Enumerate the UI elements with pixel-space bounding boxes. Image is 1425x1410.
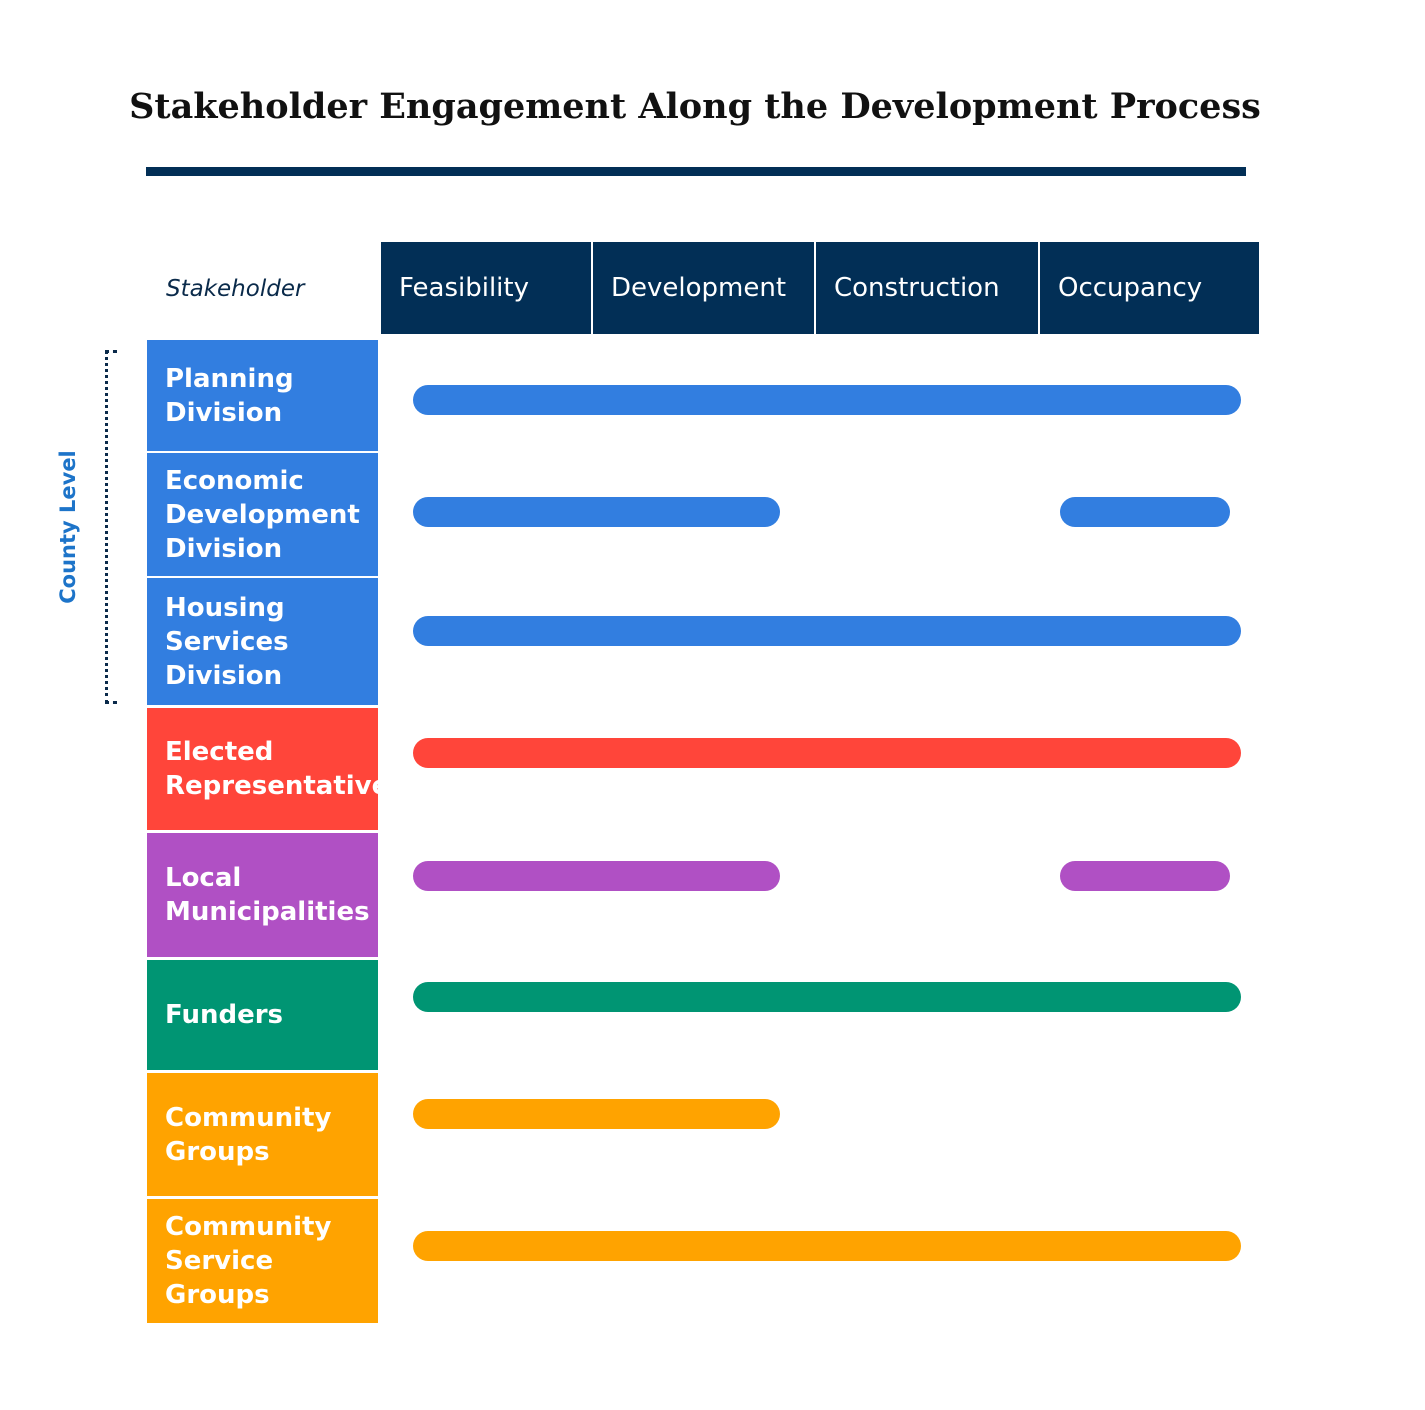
- engagement-bar: [1059, 861, 1231, 891]
- stakeholder-label: Housing Services Division: [147, 578, 378, 705]
- engagement-bar: [412, 497, 781, 527]
- engagement-bar: [412, 385, 1242, 415]
- phase-header-occupancy: Occupancy: [1040, 242, 1259, 334]
- county-level-label: County Level: [56, 450, 80, 604]
- phase-header-feasibility: Feasibility: [381, 242, 591, 334]
- stakeholder-header: Stakeholder: [166, 276, 305, 302]
- stakeholder-label: Elected Representatives: [147, 708, 405, 830]
- engagement-bar: [412, 738, 1242, 768]
- engagement-bar: [412, 616, 1242, 646]
- stakeholder-label: Planning Division: [147, 340, 378, 451]
- title-rule: [146, 167, 1246, 176]
- phase-header-construction: Construction: [816, 242, 1038, 334]
- stakeholder-label: Funders: [147, 960, 378, 1070]
- stakeholder-label: Community Groups: [147, 1073, 378, 1196]
- diagram-title: Stakeholder Engagement Along the Develop…: [129, 86, 1261, 127]
- engagement-bar: [412, 1231, 1242, 1261]
- phase-header-development: Development: [593, 242, 814, 334]
- county-level-bracket: [105, 350, 117, 704]
- engagement-bar: [412, 861, 781, 891]
- stakeholder-label: Economic Development Division: [147, 453, 378, 576]
- stakeholder-label: Community Service Groups: [147, 1199, 378, 1323]
- engagement-bar: [1059, 497, 1231, 527]
- stakeholder-label: Local Municipalities: [147, 833, 378, 957]
- engagement-bar: [412, 1099, 781, 1129]
- engagement-bar: [412, 982, 1242, 1012]
